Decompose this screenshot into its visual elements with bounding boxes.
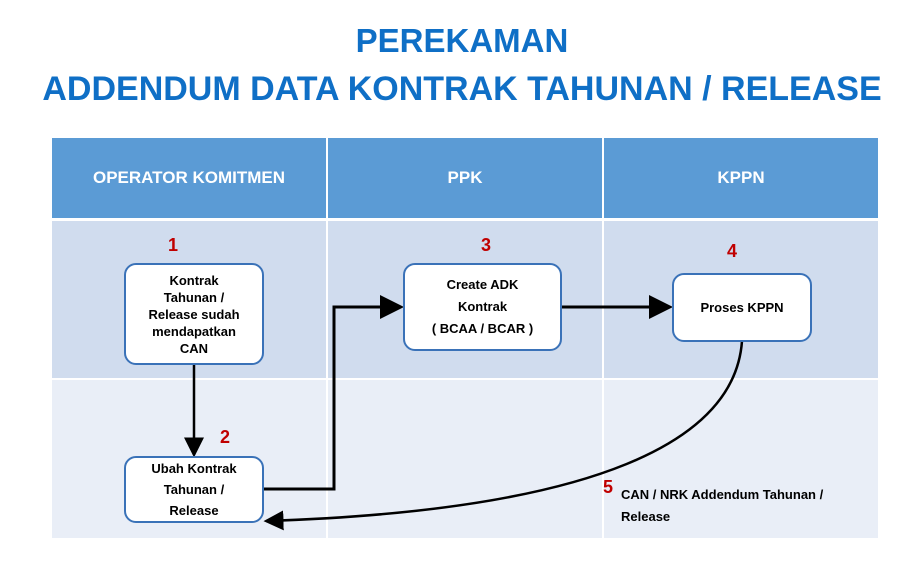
step-number-2: 2 bbox=[220, 427, 231, 447]
step-number-4: 4 bbox=[727, 241, 738, 261]
step-box-4: Proses KPPN bbox=[672, 273, 812, 342]
step-text: Ubah Kontrak bbox=[151, 461, 237, 476]
step-text: Release sudah bbox=[148, 306, 240, 322]
step-5-note: CAN / NRK Addendum Tahunan / Release bbox=[621, 484, 881, 528]
title-line-2: ADDENDUM DATA KONTRAK TAHUNAN / RELEASE bbox=[42, 70, 882, 108]
step-text: Kontrak bbox=[457, 299, 508, 314]
step-number-1: 1 bbox=[168, 235, 179, 255]
step-text: mendapatkan bbox=[152, 323, 236, 339]
lane-header-operator-komitmen: OPERATOR KOMITMEN bbox=[52, 138, 326, 218]
step-box-1: Kontrak Tahunan / Release sudah mendapat… bbox=[124, 263, 264, 365]
step-text: Kontrak bbox=[169, 272, 219, 288]
step-text: Release bbox=[621, 509, 671, 524]
lane-cell bbox=[604, 380, 878, 538]
step-number-5: 5 bbox=[603, 477, 614, 497]
lane-header-ppk: PPK bbox=[328, 138, 602, 218]
title-line-1: PEREKAMAN bbox=[355, 22, 569, 59]
lane-cell bbox=[328, 380, 602, 538]
step-number-3: 3 bbox=[481, 235, 492, 255]
step-text: Tahunan / bbox=[163, 289, 225, 305]
step-text: Proses KPPN bbox=[700, 300, 784, 315]
step-text: CAN / NRK Addendum Tahunan / bbox=[621, 487, 824, 502]
arrow-4-to-2 bbox=[263, 340, 744, 531]
step-text: CAN bbox=[179, 340, 209, 356]
lane-header-kppn: KPPN bbox=[604, 138, 878, 218]
step-box-3: Create ADK Kontrak ( BCAA / BCAR ) bbox=[403, 263, 562, 351]
step-text: Tahunan / bbox=[163, 482, 225, 497]
step-text: ( BCAA / BCAR ) bbox=[431, 321, 534, 336]
step-text: Create ADK bbox=[446, 277, 519, 292]
step-text: Release bbox=[169, 503, 219, 518]
step-box-2: Ubah Kontrak Tahunan / Release bbox=[124, 456, 264, 523]
arrow-2-to-3 bbox=[264, 295, 404, 491]
